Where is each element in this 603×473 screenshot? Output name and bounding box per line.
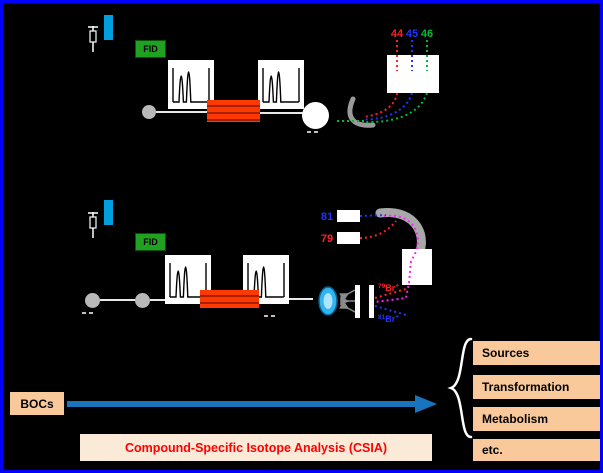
extraction-arrow	[339, 300, 356, 313]
syringe-barrel	[89, 30, 97, 43]
valve-dot	[142, 105, 156, 119]
ion-beam-main	[374, 214, 419, 303]
chromatogram-peaks	[173, 71, 209, 103]
faraday-cup-81	[337, 210, 360, 222]
isotope-charge: +	[395, 283, 399, 290]
injector-port	[104, 15, 113, 40]
small-marks	[307, 131, 318, 133]
outcome-sources: Sources	[473, 341, 600, 365]
outcome-metabolism: Metabolism	[473, 407, 600, 431]
isotope-mass: 79	[378, 283, 386, 290]
csia-caption: Compound-Specific Isotope Analysis (CSIA…	[80, 434, 432, 461]
transfer-line	[289, 298, 313, 300]
isotope-charge: +	[395, 314, 399, 321]
plasma-core	[323, 293, 333, 309]
water-trap	[302, 102, 329, 129]
grouping-brace	[447, 337, 473, 439]
mass-label-46: 46	[421, 28, 433, 40]
gc-oven-chromatogram	[258, 60, 304, 109]
ion-label-79br: 79Br+	[378, 283, 399, 294]
transfer-line	[260, 112, 303, 114]
small-marks	[264, 315, 275, 317]
fid-detector-middle: FID	[135, 233, 166, 251]
pyrolysis-reactor	[200, 290, 259, 308]
transfer-line	[100, 299, 135, 301]
mass-label-81: 81	[321, 211, 333, 223]
chromatogram-icon	[172, 68, 210, 103]
chromatogram-peaks	[248, 266, 284, 298]
chromatogram-peaks	[170, 266, 206, 298]
sampler-cone-slit	[355, 285, 360, 318]
chromatogram-axes	[172, 68, 210, 102]
faraday-cup-79	[337, 232, 360, 244]
mass-label-44: 44	[391, 28, 404, 40]
syringe-lines	[88, 212, 98, 238]
syringe-barrel	[89, 216, 97, 229]
source-beam-81	[374, 305, 407, 316]
valve-dot	[135, 293, 150, 308]
isotope-element: Br	[385, 314, 395, 324]
isotope-element: Br	[385, 283, 395, 293]
outcome-transformation: Transformation	[473, 375, 600, 399]
flow-arrow	[67, 395, 437, 413]
transfer-line	[156, 111, 207, 113]
syringe-icon	[88, 26, 98, 52]
ion-beam-44	[362, 92, 398, 118]
mc-icpms-region: 81 79 79Br+ 81Br+	[318, 207, 432, 325]
fid-detector-top: FID	[135, 40, 166, 58]
syringe-icon	[88, 212, 98, 238]
mass-label-79: 79	[321, 233, 333, 245]
ion-beam-81	[359, 214, 387, 217]
syringe-lines	[88, 26, 98, 52]
skimmer-cone-slit	[369, 285, 374, 318]
injector-port	[104, 200, 113, 225]
flight-tube-curve	[347, 96, 376, 128]
brace-curve	[447, 337, 473, 439]
isotope-mass: 81	[378, 314, 386, 321]
ion-beam-45	[362, 92, 413, 121]
source-beam-79	[374, 288, 407, 299]
ion-label-81br: 81Br+	[378, 314, 399, 325]
outcome-etc: etc.	[473, 439, 600, 461]
extraction-arrow	[339, 289, 356, 302]
bocs-box: BOCs	[10, 392, 64, 415]
ion-beam-46	[362, 92, 428, 124]
combustion-reactor	[207, 100, 260, 122]
chromatogram-axes	[262, 68, 300, 102]
valve-dot	[85, 293, 100, 308]
small-marks	[82, 312, 93, 314]
irms-detector-region: 44 45 46	[337, 28, 439, 128]
ion-optics-box	[402, 249, 432, 285]
mass-label-45: 45	[406, 28, 418, 40]
chromatogram-peaks	[263, 71, 299, 103]
chromatogram-icon	[262, 68, 300, 103]
ion-beam-79	[359, 220, 397, 239]
arrow-head	[415, 395, 437, 413]
gc-oven-chromatogram	[168, 60, 214, 109]
